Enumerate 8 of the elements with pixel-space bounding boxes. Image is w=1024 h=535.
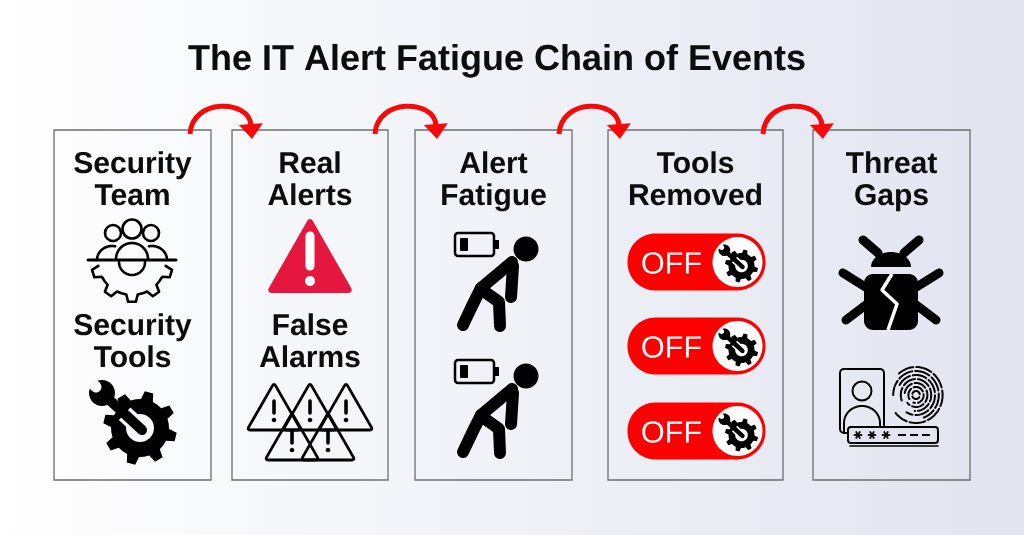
- panel-heading: Security Team: [74, 151, 192, 206]
- panel-heading: Real Alerts: [268, 151, 352, 206]
- title: The IT Alert Fatigue Chain of Events: [188, 43, 805, 78]
- panel-heading: False Alarms: [259, 313, 360, 368]
- panel-heading: Tools Removed: [630, 151, 762, 206]
- panel-heading: Alert Fatigue: [442, 151, 546, 212]
- panel-heading: Threat Gaps: [846, 151, 937, 212]
- panel-heading: Security Tools: [74, 313, 192, 368]
